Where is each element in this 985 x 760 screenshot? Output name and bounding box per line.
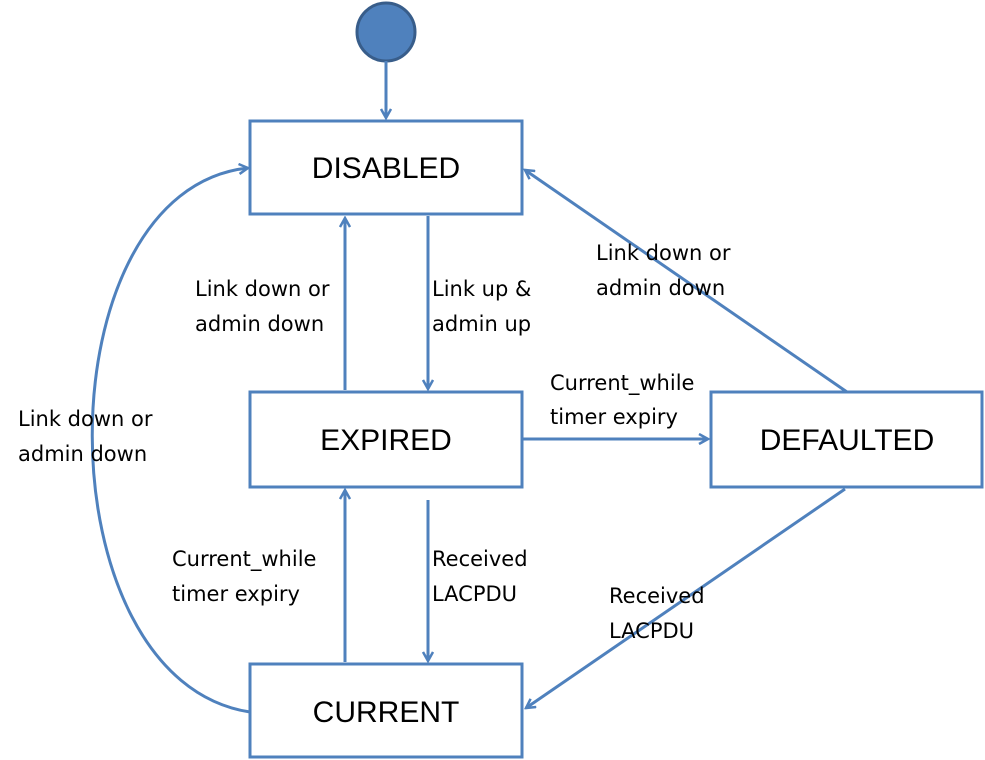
label-current-to-disabled-line1: Link down or xyxy=(18,407,153,431)
label-current-to-expired-line2: timer expiry xyxy=(172,582,300,606)
state-expired-label: EXPIRED xyxy=(320,424,452,457)
state-expired-box xyxy=(248,390,524,489)
edge-defaulted-to-current xyxy=(526,487,846,708)
state-current-label: CURRENT xyxy=(313,696,460,729)
label-defaulted-to-disabled-line1: Link down or xyxy=(596,241,731,265)
label-expired-to-disabled-line1: Link down or xyxy=(195,277,330,301)
label-current-to-disabled-line2: admin down xyxy=(18,442,147,466)
label-expired-to-current-line2: LACPDU xyxy=(432,582,517,606)
state-current-box xyxy=(248,662,524,759)
label-expired-to-disabled-line2: admin down xyxy=(195,312,324,336)
state-defaulted-label: DEFAULTED xyxy=(760,424,934,457)
state-defaulted-box xyxy=(709,390,984,489)
label-expired-to-defaulted-line2: timer expiry xyxy=(550,405,678,429)
edge-defaulted-to-disabled xyxy=(525,170,848,394)
label-disabled-to-expired-line2: admin up xyxy=(432,312,531,336)
state-disabled: DISABLED xyxy=(248,119,524,216)
initial-state-node xyxy=(355,1,417,63)
label-disabled-to-expired-line1: Link up & xyxy=(432,277,531,301)
label-expired-to-defaulted-line1: Current_while xyxy=(550,371,694,396)
label-expired-to-current-line1: Received xyxy=(432,547,528,571)
edge-current-to-disabled xyxy=(90,168,250,714)
label-current-to-expired-line1: Current_while xyxy=(172,547,316,572)
label-defaulted-to-current-line2: LACPDU xyxy=(609,619,694,643)
state-defaulted: DEFAULTED xyxy=(709,390,984,489)
state-current: CURRENT xyxy=(248,662,524,759)
state-disabled-label: DISABLED xyxy=(312,152,460,185)
state-expired: EXPIRED xyxy=(248,390,524,489)
state-disabled-box xyxy=(248,119,524,216)
label-defaulted-to-disabled-line2: admin down xyxy=(596,276,725,300)
label-defaulted-to-current-line1: Received xyxy=(609,584,705,608)
